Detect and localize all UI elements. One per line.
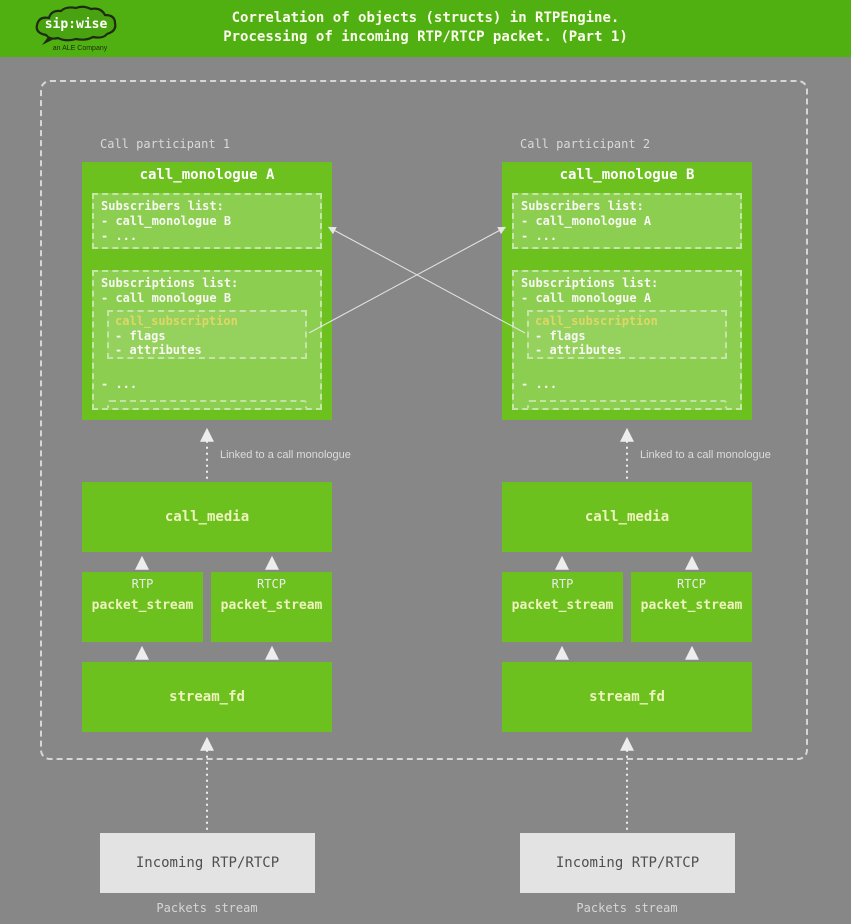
logo-cloud-tail bbox=[42, 37, 54, 45]
subscribers-item-more: - ... bbox=[521, 229, 558, 243]
packets-stream-label: Packets stream bbox=[156, 901, 258, 915]
rtp-label: RTP bbox=[551, 577, 574, 591]
stream-fd-label: stream_fd bbox=[169, 689, 245, 705]
incoming-rtp-rtcp-box: Incoming RTP/RTCP bbox=[520, 833, 735, 893]
rtcp-label: RTCP bbox=[677, 577, 706, 591]
call-subscription-partial-box bbox=[527, 400, 727, 408]
subscribers-title: Subscribers list: bbox=[101, 199, 224, 213]
call-media-label: call_media bbox=[164, 509, 250, 525]
call-monologue-b-box: call_monologue B Subscribers list: - cal… bbox=[502, 162, 752, 420]
linked-monologue-label: Linked to a call monologue bbox=[640, 449, 771, 461]
call-subscription-title: call_subscription bbox=[115, 314, 238, 328]
packet-stream-label: packet_stream bbox=[220, 598, 323, 613]
call-subscription-flags: - flags bbox=[115, 328, 166, 343]
subscribers-list-box: Subscribers list: - call_monologue B - .… bbox=[92, 193, 322, 249]
subscribers-list-box: Subscribers list: - call_monologue A - .… bbox=[512, 193, 742, 249]
stream-fd-box: stream_fd bbox=[82, 662, 332, 732]
subscriptions-more: - ... bbox=[101, 377, 138, 391]
page-title: Correlation of objects (structs) in RTPE… bbox=[0, 9, 851, 47]
rtcp-label: RTCP bbox=[257, 577, 286, 591]
linked-monologue-label: Linked to a call monologue bbox=[220, 449, 351, 461]
logo-cloud-outline bbox=[35, 5, 117, 42]
packet-stream-rtcp-box: RTCP packet_stream bbox=[631, 572, 752, 642]
packet-stream-label: packet_stream bbox=[91, 598, 194, 613]
packet-stream-label: packet_stream bbox=[640, 598, 743, 613]
logo-brand-text: sip:wise bbox=[45, 17, 108, 32]
subscribers-item: - call_monologue A bbox=[521, 214, 652, 228]
packet-stream-rtcp-box: RTCP packet_stream bbox=[211, 572, 332, 642]
call-subscription-box: call_subscription - flags - attributes bbox=[107, 310, 307, 359]
incoming-rtp-rtcp-label: Incoming RTP/RTCP bbox=[135, 855, 280, 871]
participant-2-label: Call participant 2 bbox=[520, 137, 651, 151]
subscriptions-list-box: Subscriptions list: - call monologue B c… bbox=[92, 270, 322, 410]
call-subscription-partial-box bbox=[107, 400, 307, 408]
sipwise-logo-icon: sip:wise an ALE Company bbox=[35, 5, 117, 52]
subscribers-item-more: - ... bbox=[101, 229, 138, 243]
call-media-box: call_media bbox=[502, 482, 752, 552]
incoming-rtp-rtcp-box: Incoming RTP/RTCP bbox=[100, 833, 315, 893]
stream-fd-label: stream_fd bbox=[589, 689, 665, 705]
subscriptions-more: - ... bbox=[521, 377, 558, 391]
call-subscription-title: call_subscription bbox=[535, 314, 658, 328]
participant-1-column: Call participant 1 call_monologue A Subs… bbox=[82, 0, 351, 924]
rtp-label: RTP bbox=[131, 577, 154, 591]
rtpengine-boundary bbox=[40, 80, 808, 760]
call-monologue-a-title: call_monologue A bbox=[139, 167, 275, 183]
subscriptions-item: - call monologue A bbox=[521, 291, 652, 305]
packets-stream-label: Packets stream bbox=[576, 901, 678, 915]
packet-stream-label: packet_stream bbox=[511, 598, 614, 613]
subscribers-title: Subscribers list: bbox=[521, 199, 644, 213]
subscriptions-item: - call monologue B bbox=[101, 291, 232, 305]
page-title-line2: Processing of incoming RTP/RTCP packet. … bbox=[223, 29, 628, 45]
call-media-label: call_media bbox=[584, 509, 670, 525]
subscriptions-title: Subscriptions list: bbox=[521, 276, 659, 290]
participant-1-label: Call participant 1 bbox=[100, 137, 231, 151]
header-bar: sip:wise an ALE Company Correlation of o… bbox=[0, 0, 851, 57]
call-monologue-b-title: call_monologue B bbox=[559, 167, 695, 183]
incoming-rtp-rtcp-label: Incoming RTP/RTCP bbox=[555, 855, 700, 871]
page-title-line1: Correlation of objects (structs) in RTPE… bbox=[231, 10, 620, 26]
packet-stream-rtp-box: RTP packet_stream bbox=[82, 572, 203, 642]
subscriptions-title: Subscriptions list: bbox=[101, 276, 239, 290]
subscriptions-list-box: Subscriptions list: - call monologue A c… bbox=[512, 270, 742, 410]
call-subscription-attributes: - attributes bbox=[115, 343, 202, 357]
call-media-box: call_media bbox=[82, 482, 332, 552]
stream-fd-box: stream_fd bbox=[502, 662, 752, 732]
subscribers-item: - call_monologue B bbox=[101, 214, 232, 228]
call-subscription-attributes: - attributes bbox=[535, 343, 622, 357]
logo-subtitle-text: an ALE Company bbox=[53, 45, 108, 52]
call-monologue-a-box: call_monologue A Subscribers list: - cal… bbox=[82, 162, 332, 420]
call-subscription-box: call_subscription - flags - attributes bbox=[527, 310, 727, 359]
packet-stream-rtp-box: RTP packet_stream bbox=[502, 572, 623, 642]
participant-2-column: Call participant 2 call_monologue B Subs… bbox=[502, 0, 771, 924]
call-subscription-flags: - flags bbox=[535, 328, 586, 343]
